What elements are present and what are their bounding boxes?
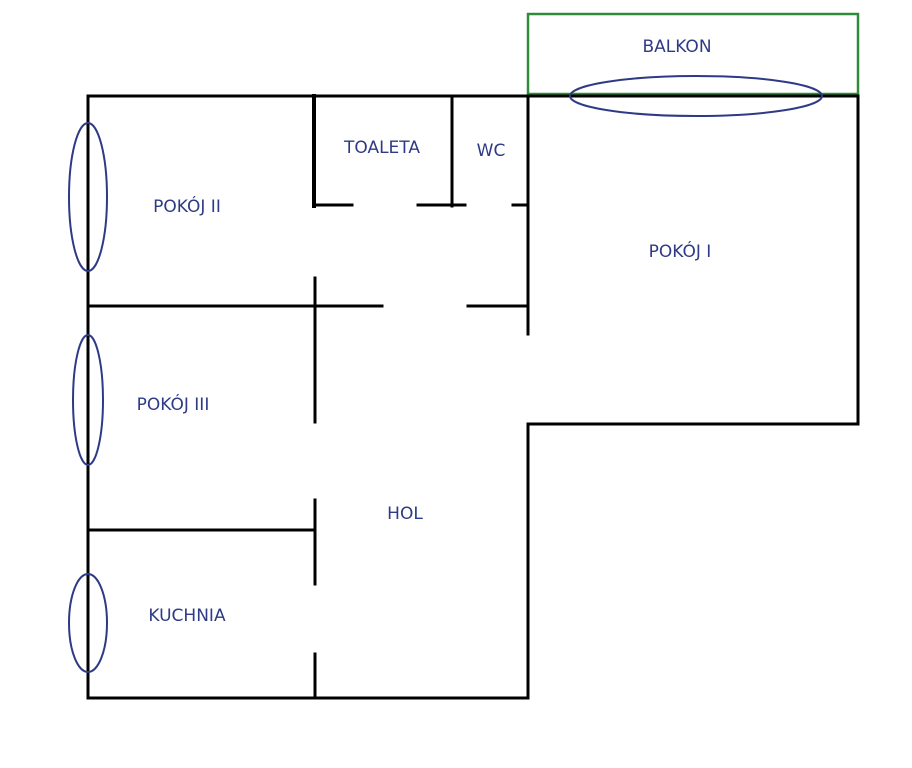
outer-walls <box>86 94 860 700</box>
label-wc: WC <box>477 141 506 161</box>
windows <box>68 75 823 673</box>
label-pokoj-2: POKÓJ II <box>153 195 221 217</box>
room-labels: BALKON TOALETA WC POKÓJ I POKÓJ II POKÓJ… <box>137 37 712 626</box>
label-toaleta: TOALETA <box>343 138 420 158</box>
label-kuchnia: KUCHNIA <box>148 606 226 626</box>
interior-walls <box>86 94 530 700</box>
balcony-outline <box>526 12 860 96</box>
window-kuchnia <box>68 573 108 673</box>
label-balkon: BALKON <box>642 37 711 57</box>
label-pokoj-1: POKÓJ I <box>649 240 712 262</box>
window-pokoj-3 <box>72 334 104 466</box>
label-hol: HOL <box>387 504 423 524</box>
window-pokoj-1 <box>569 75 823 117</box>
label-pokoj-3: POKÓJ III <box>137 393 210 415</box>
window-pokoj-2 <box>68 122 108 272</box>
